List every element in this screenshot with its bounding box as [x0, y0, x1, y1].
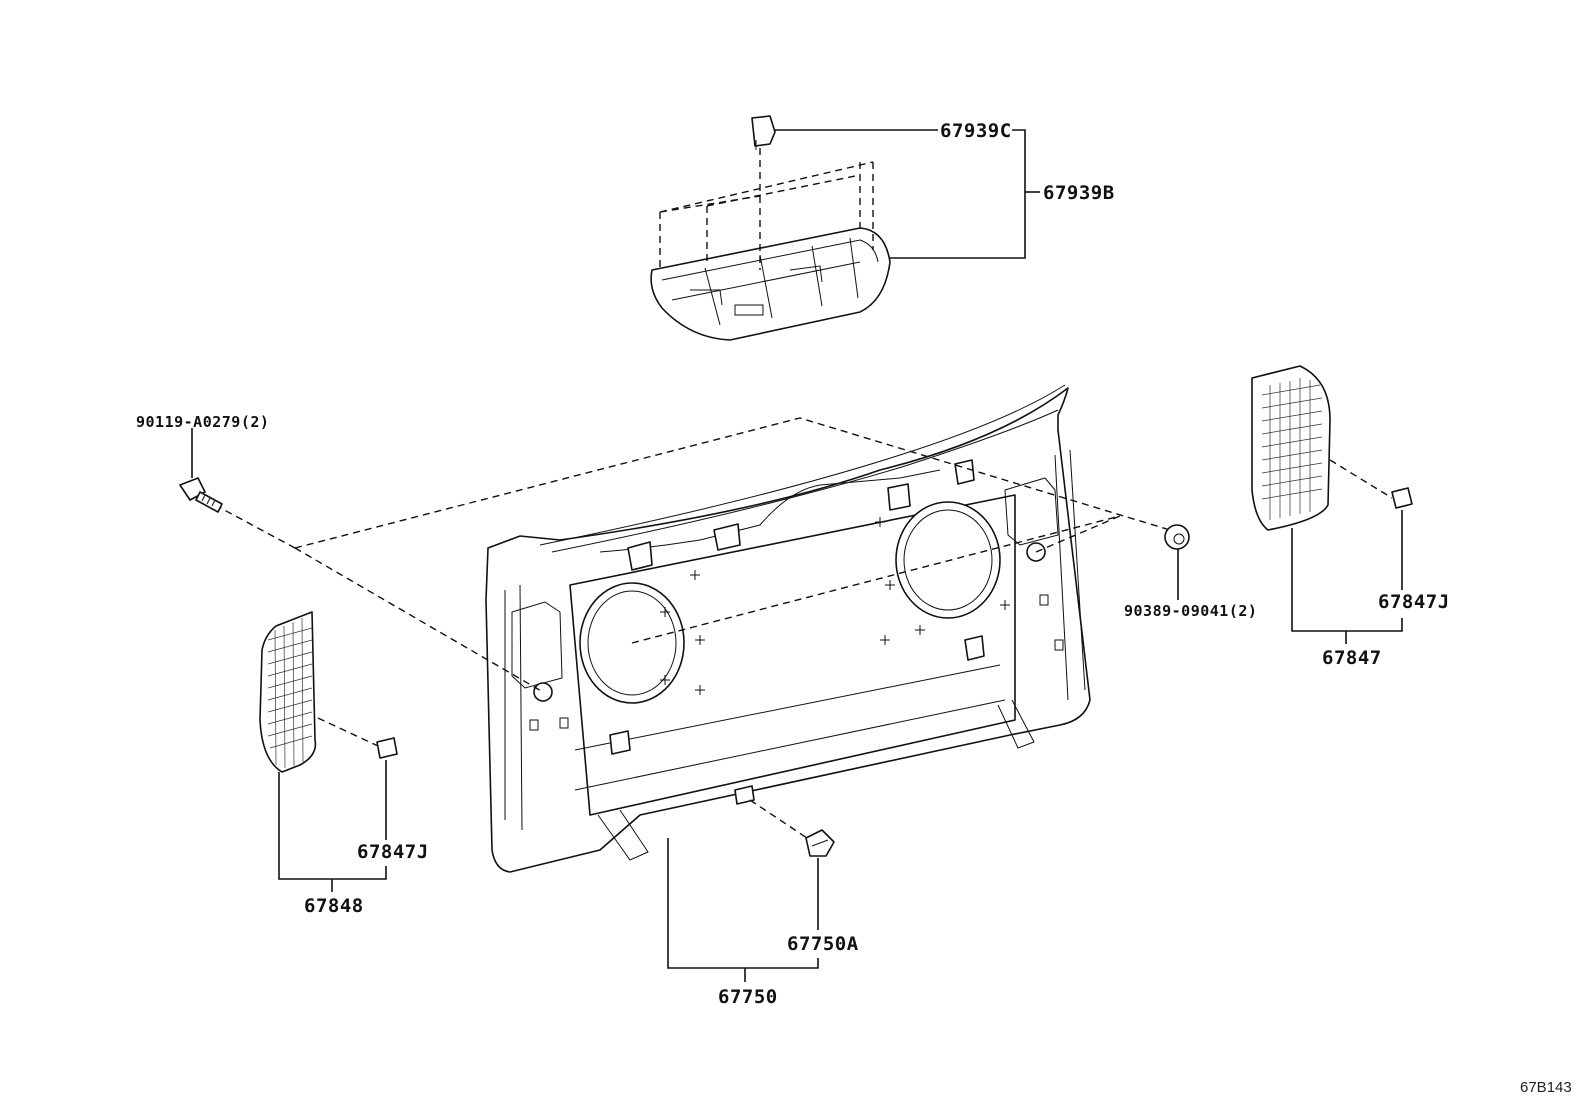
label-67750A: 67750A [787, 933, 859, 955]
part-67750A-clip[interactable] [805, 829, 835, 857]
part-67847J-clip-right[interactable] [1391, 487, 1413, 509]
label-67750: 67750 [718, 986, 778, 1008]
label-67847J-left: 67847J [357, 841, 429, 863]
board-mount-lines [214, 417, 1171, 841]
label-90119-A0279: 90119-A0279(2) [136, 413, 269, 431]
part-90119-bolt[interactable] [179, 477, 223, 513]
part-67750-trim-board[interactable] [485, 384, 1091, 873]
part-67939C-clip[interactable] [751, 115, 776, 150]
diagram-reference-code: 67B143 [1520, 1079, 1572, 1096]
label-67848: 67848 [304, 895, 364, 917]
label-67847J-right: 67847J [1378, 591, 1450, 613]
label-90389-09041: 90389-09041(2) [1124, 602, 1257, 620]
part-67848-side-cover-left[interactable] [259, 611, 317, 773]
label-67939C: 67939C [940, 120, 1012, 142]
part-67847J-clip-left[interactable] [376, 737, 398, 759]
label-67939B: 67939B [1043, 182, 1115, 204]
cover-mount-lines [659, 148, 874, 272]
label-67847: 67847 [1322, 647, 1382, 669]
part-67847-side-cover-right[interactable] [1251, 365, 1331, 531]
part-90389-grommet[interactable] [1164, 524, 1190, 550]
part-67939B-cover[interactable] [650, 227, 891, 341]
